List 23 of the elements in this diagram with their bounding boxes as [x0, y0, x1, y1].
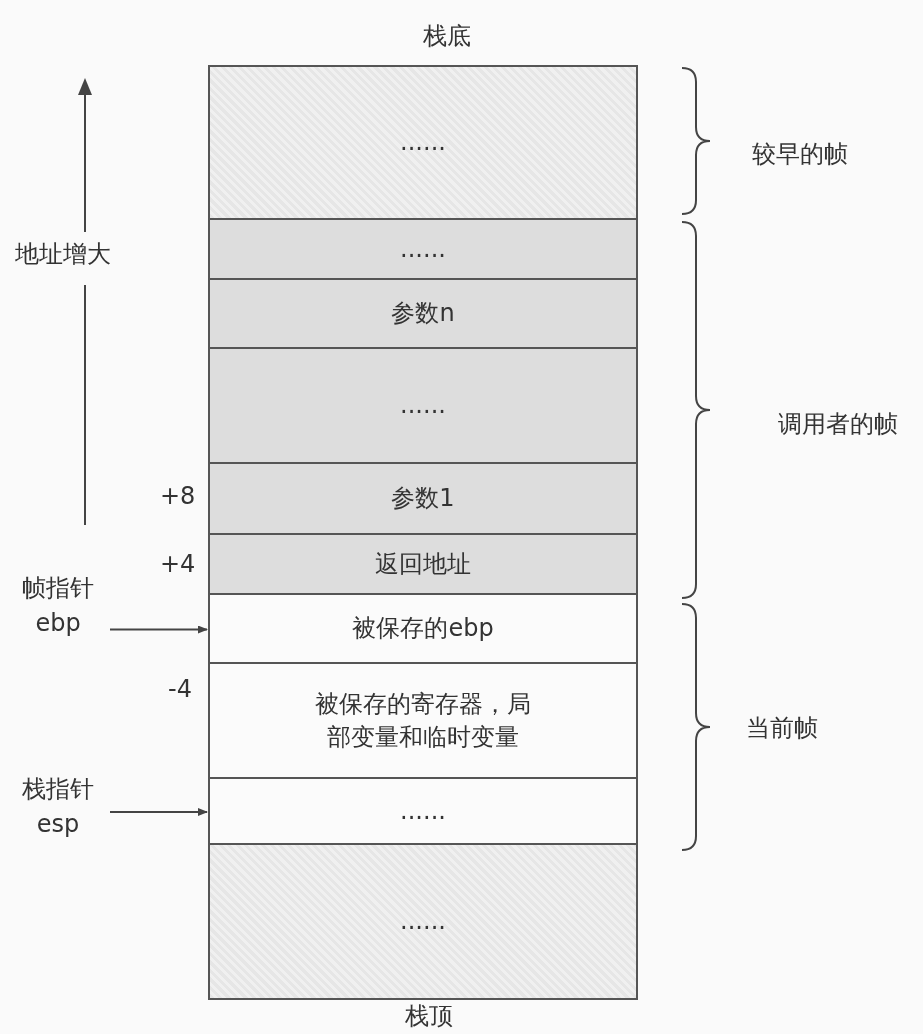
- stack-slot: 返回地址: [208, 535, 638, 595]
- frame-label: 调用者的帧: [778, 409, 898, 440]
- stack-slot: 被保存的寄存器，局部变量和临时变量: [208, 664, 638, 779]
- stack-slot: ......: [208, 220, 638, 280]
- stack-top-label: 栈顶: [405, 1001, 453, 1032]
- frame-label: 较早的帧: [752, 139, 848, 170]
- frame-label: 当前帧: [746, 713, 818, 744]
- stack-slot: ......: [208, 65, 638, 220]
- pointer-label: 栈指针 esp: [8, 762, 108, 852]
- pointer-label: 帧指针 ebp: [8, 556, 108, 656]
- stack-slot: ......: [208, 845, 638, 1000]
- stack-slot: ......: [208, 779, 638, 845]
- stack-slot: 参数n: [208, 280, 638, 349]
- stack-slot: 参数1: [208, 464, 638, 535]
- stack-slot: ......: [208, 349, 638, 464]
- offset-label: +8: [160, 482, 196, 510]
- stack-slot: 被保存的ebp: [208, 595, 638, 664]
- pointer-arrow: [109, 808, 208, 816]
- pointer-arrow: [109, 625, 208, 634]
- offset-label: -4: [168, 675, 192, 703]
- stack-bottom-label: 栈底: [423, 21, 471, 52]
- offset-label: +4: [160, 550, 196, 578]
- direction-label: 地址增大: [15, 239, 111, 270]
